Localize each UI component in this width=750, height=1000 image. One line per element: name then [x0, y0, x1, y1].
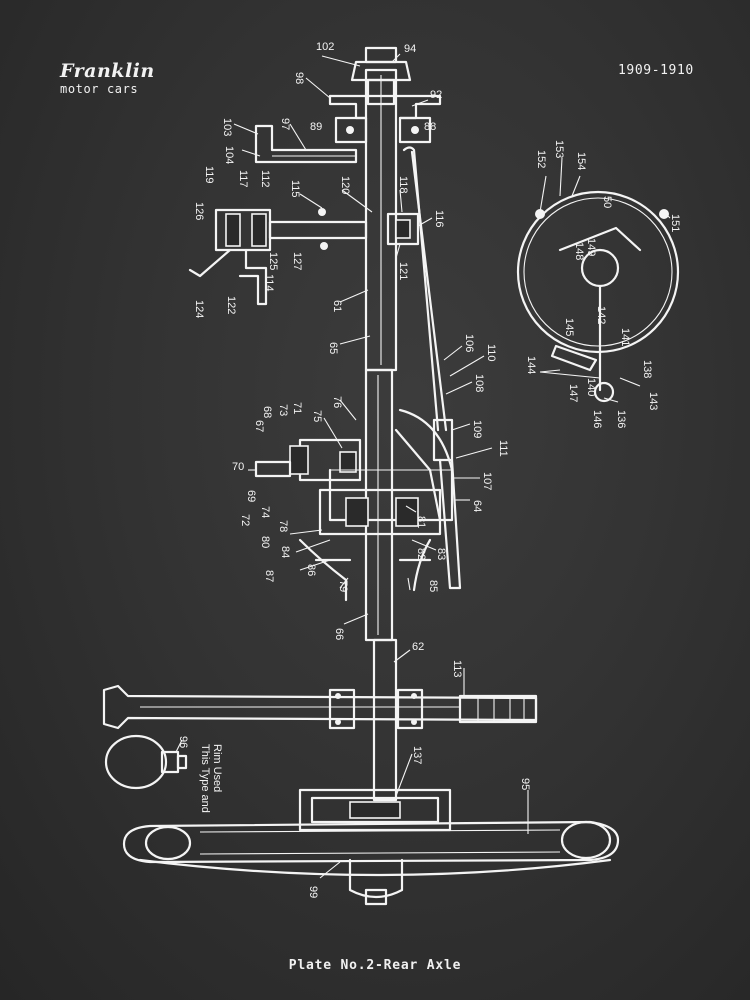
part-number-148: 148: [573, 242, 585, 260]
part-number-138: 138: [641, 360, 653, 378]
part-number-121: 121: [397, 262, 409, 280]
part-number-97: 97: [279, 118, 291, 130]
brake-pulley-assembly: [188, 208, 420, 306]
part-number-103: 103: [221, 118, 233, 136]
part-number-142: 142: [595, 306, 607, 324]
years-label: 1909-1910: [618, 63, 694, 78]
part-number-62: 62: [412, 641, 424, 653]
part-number-65: 65: [327, 342, 339, 354]
part-number-143: 143: [647, 392, 659, 410]
part-number-67: 67: [253, 420, 265, 432]
differential-housing: [254, 408, 454, 602]
part-number-112: 112: [259, 170, 271, 188]
part-number-83: 83: [435, 548, 447, 560]
part-number-124: 124: [193, 300, 205, 318]
part-number-146: 146: [591, 410, 603, 428]
part-number-116: 116: [433, 210, 445, 228]
part-number-114: 114: [263, 274, 275, 292]
part-number-119: 119: [203, 166, 215, 184]
part-number-153: 153: [553, 140, 565, 158]
part-number-108: 108: [473, 374, 485, 392]
part-number-145: 145: [563, 318, 575, 336]
part-number-106: 106: [463, 334, 475, 352]
part-number-144: 144: [525, 356, 537, 374]
upper-bracket: [254, 94, 442, 164]
part-number-87: 87: [263, 570, 275, 582]
part-number-152: 152: [535, 150, 547, 168]
main-axle-shaft: [350, 46, 412, 802]
part-number-72: 72: [239, 514, 251, 526]
cross-tube: [102, 684, 538, 730]
part-number-94: 94: [404, 43, 416, 55]
part-number-50: 50: [601, 196, 613, 208]
part-number-79: 79: [337, 580, 349, 592]
part-number-102: 102: [316, 41, 334, 53]
part-number-111: 111: [497, 440, 509, 457]
part-number-140: 140: [585, 378, 597, 396]
part-number-98: 98: [293, 72, 305, 84]
brand-logo: Franklin motor cars: [60, 60, 155, 96]
part-number-104: 104: [223, 146, 235, 164]
part-number-74: 74: [259, 506, 271, 518]
part-number-73: 73: [277, 404, 289, 416]
brand-name: Franklin: [60, 60, 155, 82]
part-number-69: 69: [245, 490, 257, 502]
brake-rod: [402, 146, 462, 590]
plate-caption: Plate No.2-Rear Axle: [288, 958, 462, 973]
part-number-127: 127: [291, 252, 303, 270]
part-number-122: 122: [225, 296, 237, 314]
part-number-118: 118: [397, 176, 409, 194]
part-number-64: 64: [471, 500, 483, 512]
part-number-117: 117: [237, 170, 249, 188]
part-number-81: 81: [415, 516, 427, 528]
part-number-137: 137: [411, 746, 423, 764]
part-number-80: 80: [259, 536, 271, 548]
part-number-109: 109: [471, 420, 483, 438]
part-number-95: 95: [519, 778, 531, 790]
part-number-78: 78: [277, 520, 289, 532]
part-number-88: 88: [424, 121, 436, 133]
part-number-92: 92: [430, 89, 442, 101]
part-number-147: 147: [567, 384, 579, 402]
part-number-96: 96: [177, 736, 189, 748]
part-number-71: 71: [291, 402, 303, 414]
part-number-110: 110: [485, 344, 497, 362]
part-number-107: 107: [481, 472, 493, 490]
brake-drum-detail: [516, 190, 680, 403]
leader-lines: [175, 53, 671, 879]
hub-note-line: This Type and: [199, 744, 211, 813]
part-number-99: 99: [307, 886, 319, 898]
part-number-86: 86: [305, 564, 317, 576]
clamp-ring: [104, 734, 188, 790]
part-number-151: 151: [669, 214, 681, 232]
part-number-154: 154: [575, 152, 587, 170]
part-number-141: 141: [619, 328, 631, 346]
part-number-61: 61: [331, 300, 343, 312]
part-number-113: 113: [451, 660, 463, 678]
part-number-149: 149: [585, 238, 597, 256]
part-number-75: 75: [311, 410, 323, 422]
lower-spring-assembly: [122, 788, 620, 906]
hub-note-line: Rim Used: [211, 744, 223, 792]
part-number-126: 126: [193, 202, 205, 220]
part-number-66: 66: [333, 628, 345, 640]
part-number-68: 68: [261, 406, 273, 418]
part-number-89: 89: [310, 121, 322, 133]
part-number-70: 70: [232, 461, 244, 473]
part-number-115: 115: [289, 180, 301, 198]
brand-subtitle: motor cars: [60, 82, 139, 96]
part-number-136: 136: [615, 410, 627, 428]
part-number-85: 85: [427, 580, 439, 592]
part-number-84: 84: [279, 546, 291, 558]
part-number-120: 120: [339, 176, 351, 194]
part-number-76: 76: [331, 396, 343, 408]
part-number-125: 125: [267, 252, 279, 270]
part-number-82: 82: [415, 548, 427, 560]
